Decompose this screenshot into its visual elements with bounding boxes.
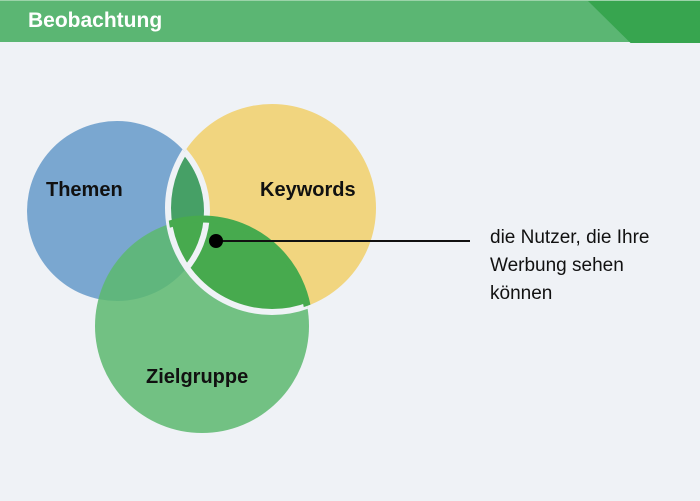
callout-line-1: die Nutzer, die Ihre (490, 227, 650, 248)
themen-label: Themen (46, 179, 123, 201)
keywords-label: Keywords (260, 179, 356, 201)
callout-text: die Nutzer, die Ihre Werbung sehen könne… (490, 224, 649, 308)
page-title: Beobachtung (28, 9, 163, 32)
zielgruppe-label: Zielgruppe (146, 366, 249, 388)
header-bar: Beobachtung (0, 0, 700, 43)
callout-line-3: können (490, 283, 553, 304)
intersection-outline (165, 121, 309, 315)
callout-dot (209, 234, 223, 248)
callout-line-2: Werbung sehen (490, 255, 624, 276)
